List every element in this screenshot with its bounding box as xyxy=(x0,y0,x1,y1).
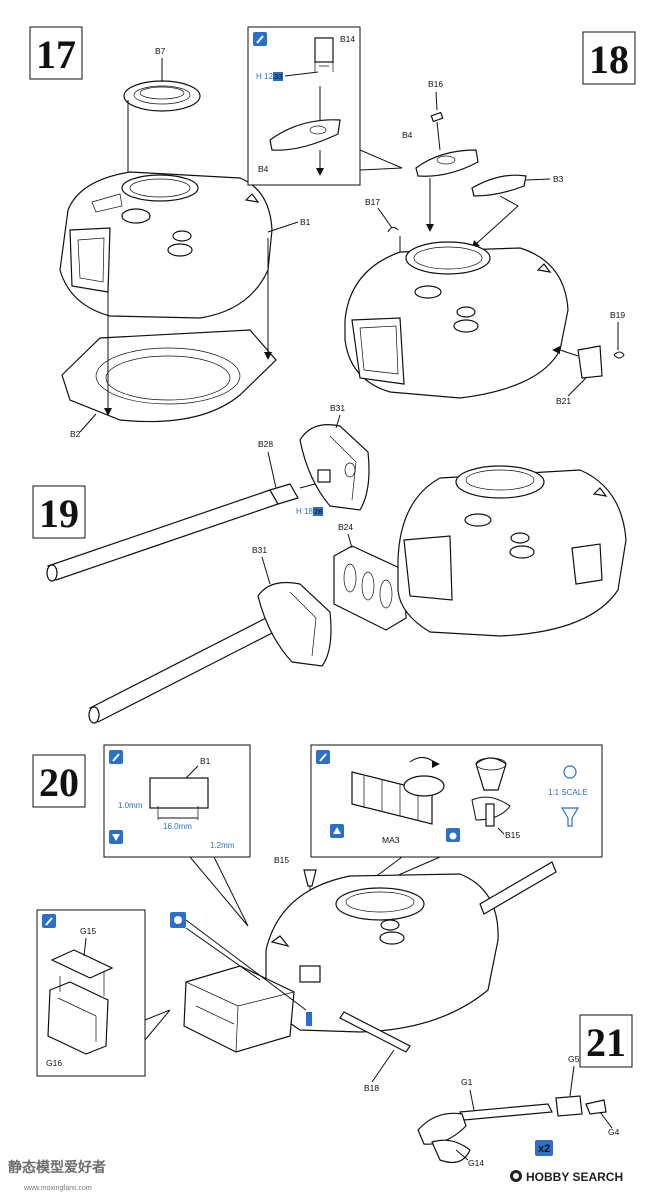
paint-h12: 12 xyxy=(264,72,273,81)
part-b1-turret xyxy=(59,171,273,319)
label-b28: B28 xyxy=(258,439,273,449)
detail-box-b14: B14 H 12 33 B4 xyxy=(247,26,361,186)
label-b31-upper: B31 xyxy=(330,403,345,413)
scale-icon xyxy=(563,765,577,779)
footer-brand: HOBBY SEARCH xyxy=(526,1170,623,1184)
part-b7-ring xyxy=(123,80,201,112)
repeat-badge xyxy=(535,1140,553,1156)
step-19-box xyxy=(32,485,86,539)
label-b24: B24 xyxy=(338,522,353,532)
paint-h18: 18 xyxy=(304,507,313,516)
label-b7: B7 xyxy=(155,46,166,56)
label-b16: B16 xyxy=(428,79,443,89)
detail-box-g15-g16: G15 G16 xyxy=(36,909,146,1077)
label-g15: G15 xyxy=(80,926,96,936)
label-b21: B21 xyxy=(556,396,571,406)
part-g4-clip xyxy=(585,1099,607,1115)
funnel-icon xyxy=(560,807,580,827)
label-b18: B18 xyxy=(364,1083,379,1093)
part-b24-mount xyxy=(333,545,407,631)
part-b31-mantlet-upper xyxy=(299,424,370,511)
label-g1: G1 xyxy=(461,1077,473,1087)
paint-h-prefix: H xyxy=(256,72,262,81)
label-g16: G16 xyxy=(46,1058,62,1068)
label-g14: G14 xyxy=(468,1158,484,1168)
label-b14: B14 xyxy=(340,34,355,44)
detail-box-ma3-b15: MA3 B15 1:1 SCALE xyxy=(310,744,603,858)
label-b31-lower: B31 xyxy=(252,545,267,555)
label-b19: B19 xyxy=(610,310,625,320)
footer-watermark: 静态模型爱好者 xyxy=(8,1159,106,1176)
label-b2: B2 xyxy=(70,429,81,439)
label-ma3: MA3 xyxy=(382,835,400,845)
step-21-number: 21 xyxy=(586,1020,626,1065)
footer-url: www.moxingfans.com xyxy=(23,1185,92,1192)
paint-h28: 28 xyxy=(314,507,322,516)
step-20-number: 20 xyxy=(39,760,79,805)
dim-1-2mm: 1.2mm xyxy=(210,841,235,850)
part-g1-arm xyxy=(417,1103,553,1163)
step-21-box xyxy=(579,1014,633,1068)
label-g5: G5 xyxy=(568,1054,580,1064)
label-b17: B17 xyxy=(365,197,380,207)
part-g5-bracket xyxy=(555,1095,583,1117)
part-turret-step18 xyxy=(344,241,603,399)
paint-h33: 33 xyxy=(274,72,282,81)
step-18: 18 B16 B4 B3 B17 xyxy=(344,31,636,406)
label-b15: B15 xyxy=(274,855,289,865)
step-19: 19 B28 B31 H 18 28 B31 xyxy=(32,403,627,724)
label-g4: G4 xyxy=(608,1127,620,1137)
label-b1: B1 xyxy=(300,217,311,227)
part-b2-base xyxy=(61,329,277,423)
step-18-number: 18 xyxy=(589,37,629,82)
part-turret-step20 xyxy=(258,861,557,1033)
label-b3: B3 xyxy=(553,174,564,184)
part-b31-mantlet-lower xyxy=(88,581,332,724)
step-18-box xyxy=(582,31,636,85)
scale-label: 1:1 SCALE xyxy=(548,788,588,797)
step-17-box xyxy=(29,26,83,80)
step-17: 17 B7 B1 xyxy=(29,26,311,439)
step-21: 21 G1 G5 G4 G14 x2 xyxy=(417,1014,633,1168)
dim-1mm: 1.0mm xyxy=(118,801,143,810)
detail-box-b1-dims: B1 1.0mm 16.0mm 1.2mm xyxy=(103,744,251,858)
label-b1-dims: B1 xyxy=(200,756,211,766)
step-17-number: 17 xyxy=(36,32,76,77)
repeat-label: x2 xyxy=(538,1143,550,1155)
part-b28-barrel xyxy=(46,483,299,582)
step-20: 20 B1 1.0mm 16.0mm 1.2mm MA3 xyxy=(32,744,603,1093)
paint-h18-prefix: H xyxy=(296,507,302,516)
dim-16mm: 16.0mm xyxy=(163,822,192,831)
part-turret-step19 xyxy=(397,465,627,637)
step-20-box xyxy=(32,754,86,808)
label-b4: B4 xyxy=(402,130,413,140)
footer: 静态模型爱好者 www.moxingfans.com HOBBY SEARCH xyxy=(8,1159,623,1192)
label-b15-detail: B15 xyxy=(505,830,520,840)
step-19-number: 19 xyxy=(39,491,79,536)
label-b4-detail: B4 xyxy=(258,164,269,174)
